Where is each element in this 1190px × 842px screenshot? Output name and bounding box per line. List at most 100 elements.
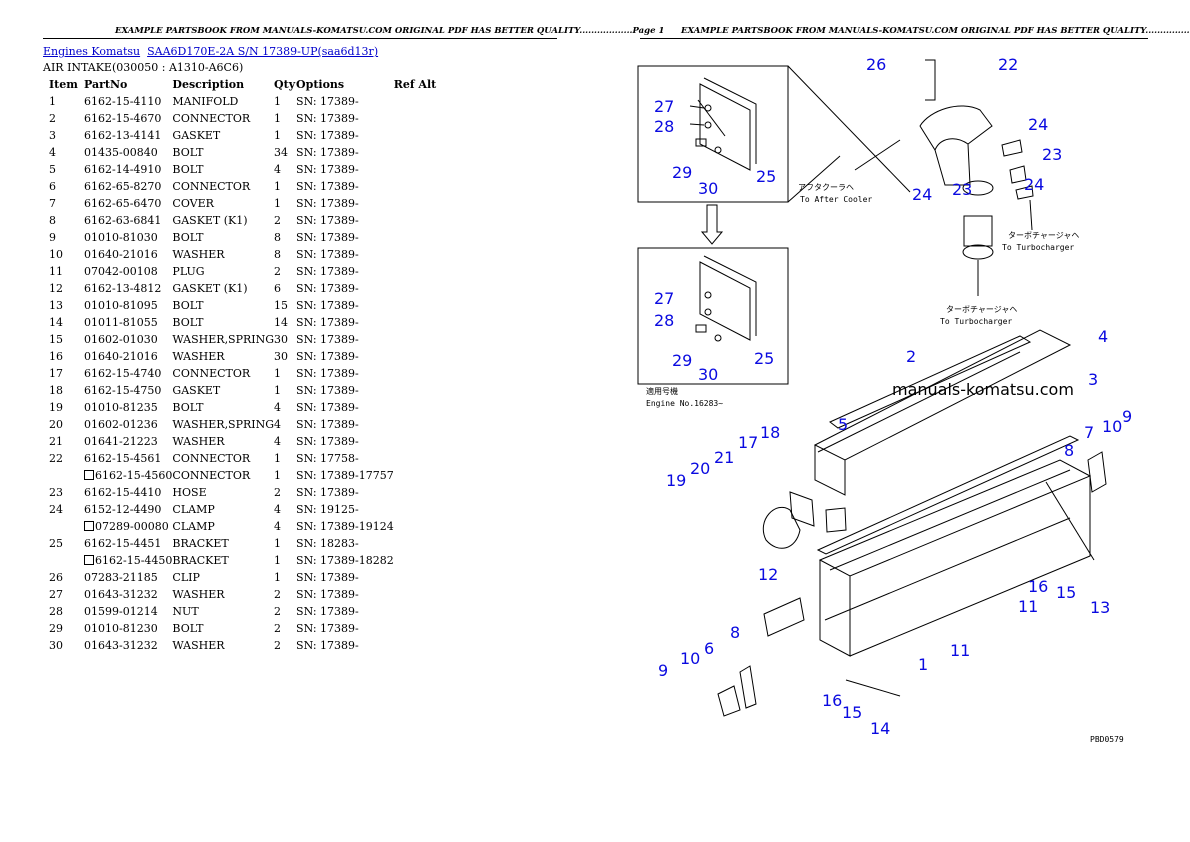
col-header-options: Options <box>296 78 345 91</box>
cell-options: SN: 17389- <box>296 588 359 601</box>
cell-options: SN: 17389-18282 <box>296 554 394 567</box>
cell-partno: 6162-15-4110 <box>84 95 162 108</box>
cell-ref-alt <box>394 586 454 603</box>
cell-partno: 01640-21016 <box>84 350 158 363</box>
cell-ref-alt <box>394 348 454 365</box>
cell-options: SN: 17389- <box>296 299 359 312</box>
callout-number: 29 <box>672 351 692 370</box>
breadcrumb-link-model[interactable]: SAA6D170E-2A S/N 17389-UP(saa6d13r) <box>147 45 379 58</box>
cell-partno: 07289-00080 <box>84 518 172 535</box>
cell-item: 5 <box>49 163 56 176</box>
cell-description: CLAMP <box>172 520 215 533</box>
cell-partno: 01010-81095 <box>84 299 158 312</box>
cell-item: 29 <box>49 622 63 635</box>
cell-ref-alt <box>394 263 454 280</box>
cell-qty: 1 <box>274 469 282 482</box>
cell-qty: 4 <box>274 163 282 176</box>
cell-description: WASHER <box>172 435 225 448</box>
cell-qty: 6 <box>274 282 282 295</box>
cell-description: WASHER <box>172 588 225 601</box>
callout-number: 8 <box>1064 441 1074 460</box>
inset-box-top <box>637 65 789 203</box>
cell-qty: 4 <box>274 503 282 516</box>
cell-description: BOLT <box>172 146 204 159</box>
cell-item: 26 <box>49 571 63 584</box>
cell-ref-alt <box>394 144 454 161</box>
callout-number: 24 <box>912 185 932 204</box>
cell-item: 4 <box>49 146 56 159</box>
cell-item: 7 <box>49 197 56 210</box>
page-header-left: EXAMPLE PARTSBOOK FROM MANUALS-KOMATSU.C… <box>115 26 665 36</box>
cell-partno: 01641-21223 <box>84 435 158 448</box>
cell-description: CONNECTOR <box>172 452 251 465</box>
cell-item: 8 <box>49 214 56 227</box>
callout-number: 28 <box>654 311 674 330</box>
cell-ref-alt <box>394 93 454 110</box>
cell-qty: 1 <box>274 452 282 465</box>
col-header-qty: Qty <box>274 78 296 91</box>
callout-number: 14 <box>870 719 890 738</box>
col-header-ref-alt: Ref Alt <box>393 78 437 91</box>
cell-item <box>43 467 84 484</box>
cell-qty: 4 <box>274 435 282 448</box>
cell-description: CLIP <box>172 571 200 584</box>
cell-options: SN: 17389- <box>296 435 359 448</box>
cell-description: CONNECTOR <box>172 112 251 125</box>
callout-number: 27 <box>654 97 674 116</box>
cell-partno: 01643-31232 <box>84 639 158 652</box>
cell-item: 28 <box>49 605 63 618</box>
cell-description: GASKET <box>172 384 221 397</box>
callout-number: 25 <box>754 349 774 368</box>
cell-options: SN: 17389- <box>296 95 359 108</box>
callout-number: 11 <box>950 641 970 660</box>
callout-number: 24 <box>1024 175 1044 194</box>
callout-number: 27 <box>654 289 674 308</box>
cell-options: SN: 17389- <box>296 350 359 363</box>
cell-item: 3 <box>49 129 56 142</box>
cell-ref-alt <box>394 450 454 467</box>
cell-item: 25 <box>49 537 63 550</box>
cell-ref-alt <box>394 195 454 212</box>
callout-number: 23 <box>952 180 972 199</box>
leader-lines <box>787 59 1034 296</box>
cell-options: SN: 17389- <box>296 282 359 295</box>
cell-qty: 1 <box>274 554 282 567</box>
cell-description: BOLT <box>172 316 204 329</box>
cell-options: SN: 17389- <box>296 231 359 244</box>
cell-qty: 2 <box>274 622 282 635</box>
cell-item: 30 <box>49 639 63 652</box>
cell-ref-alt <box>394 569 454 586</box>
cell-ref-alt <box>394 365 454 382</box>
section-title: AIR INTAKE(030050 : A1310-A6C6) <box>43 61 244 74</box>
cell-description: BRACKET <box>172 554 229 567</box>
cell-description: WASHER <box>172 248 225 261</box>
cell-description: GASKET (K1) <box>172 214 248 227</box>
to-turbo-jp-2: ターボチャージャヘ <box>946 305 1017 314</box>
cell-partno: 6162-63-6841 <box>84 214 162 227</box>
breadcrumb: Engines Komatsu SAA6D170E-2A S/N 17389-U… <box>43 45 378 58</box>
callout-number: 21 <box>714 448 734 467</box>
alt-checkbox-icon <box>84 555 94 565</box>
breadcrumb-link-engines[interactable]: Engines Komatsu <box>43 45 141 58</box>
alt-checkbox-icon <box>84 470 94 480</box>
cell-partno: 6162-14-4910 <box>84 163 162 176</box>
cell-options: SN: 17389- <box>296 265 359 278</box>
cell-options: SN: 17389- <box>296 333 359 346</box>
cell-partno: 6152-12-4490 <box>84 503 162 516</box>
cell-qty: 2 <box>274 588 282 601</box>
cell-description: BRACKET <box>172 537 229 550</box>
cell-ref-alt <box>394 161 454 178</box>
callout-number: 20 <box>690 459 710 478</box>
cell-qty: 1 <box>274 537 282 550</box>
